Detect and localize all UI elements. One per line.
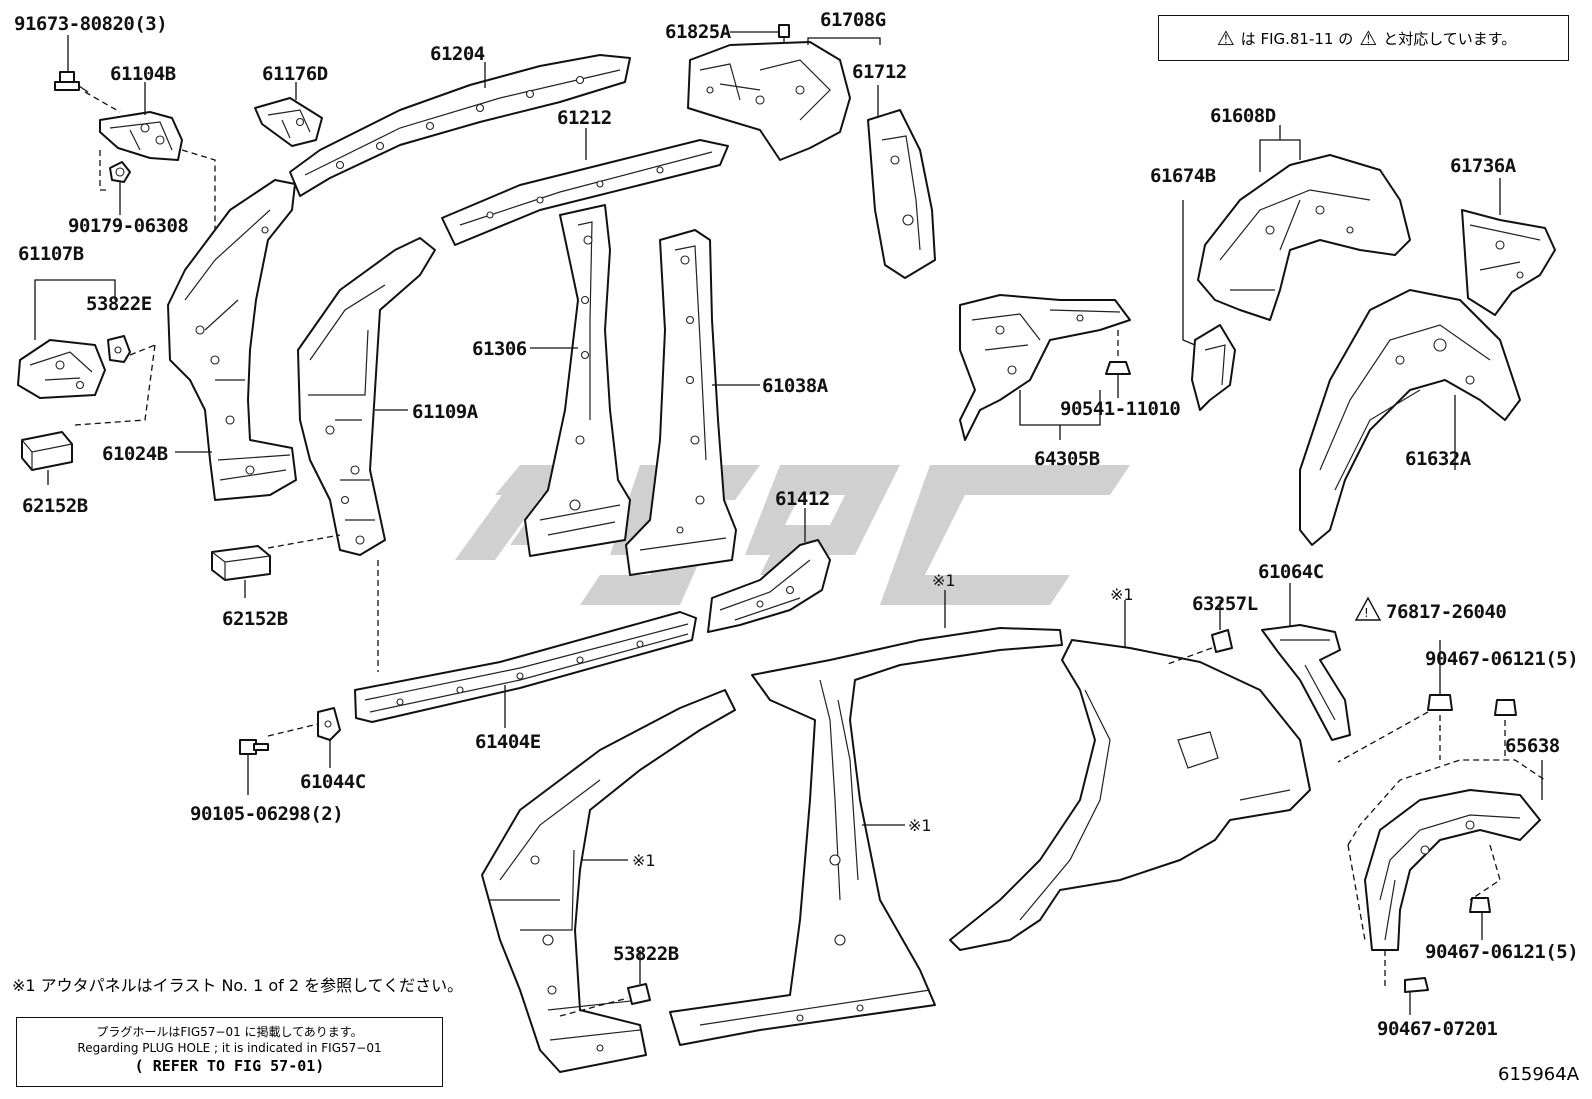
part-61306: [524, 204, 631, 557]
part-61064C: [1261, 583, 1351, 741]
part-center-pillar-outer: [669, 590, 1063, 1046]
part-front-pillar-outer: [481, 689, 736, 1073]
clip-90467-06121-c: [1469, 897, 1491, 940]
plug-hole-note-box: プラグホールはFIG57−01 に掲載してあります。 Regarding PLU…: [16, 1017, 443, 1087]
clip-90541-11010: [1105, 361, 1131, 398]
part-61204: [289, 54, 631, 197]
reference-note-text-2: と対応しています。: [1383, 29, 1517, 48]
svg-text:!: !: [1364, 606, 1369, 620]
clip-90467-06121-b: [1494, 699, 1517, 716]
part-61044C: [317, 707, 341, 768]
label-61412: 61412: [775, 488, 830, 510]
label-61404E: 61404E: [475, 731, 541, 753]
clip-90467-06121-a: [1427, 640, 1453, 711]
label-90467-06121-a: 90467-06121(5): [1425, 648, 1578, 670]
part-61107B: [17, 279, 116, 399]
warning-triangle-icon: ⚠: [1359, 26, 1378, 50]
part-61038A: [625, 229, 760, 576]
label-61306: 61306: [472, 338, 527, 360]
label-90467-07201: 90467-07201: [1377, 1018, 1497, 1040]
ref-mark-2: ※1: [908, 816, 932, 835]
label-61104B: 61104B: [110, 63, 176, 85]
part-61674B: [1182, 200, 1236, 411]
label-76817-26040: 76817-26040: [1386, 601, 1506, 623]
label-62152B-1: 62152B: [22, 495, 88, 517]
label-61107B: 61107B: [18, 243, 84, 265]
label-61212: 61212: [557, 107, 612, 129]
ref-mark-1: ※1: [632, 851, 656, 870]
label-90105-06298: 90105-06298(2): [190, 803, 343, 825]
label-61674B: 61674B: [1150, 165, 1216, 187]
nut-90179-06308: [109, 161, 131, 215]
plug-hole-refer: ( REFER TO FIG 57-01): [134, 1057, 325, 1075]
part-65638: [1364, 760, 1543, 951]
part-61412: [707, 508, 831, 633]
plug-hole-note-jp: プラグホールはFIG57−01 に掲載してあります。: [96, 1025, 363, 1039]
label-61712: 61712: [852, 61, 907, 83]
label-61825A: 61825A: [665, 21, 732, 43]
part-63257L: [1211, 600, 1233, 653]
clip-90467-07201: [1404, 977, 1429, 1015]
part-61608D: [1197, 125, 1411, 321]
part-61104B: [99, 82, 183, 161]
part-61176D: [254, 82, 323, 147]
reference-note-box: ⚠ は FIG.81-11 の ⚠ と対応しています。: [1158, 15, 1569, 61]
label-61708G: 61708G: [820, 9, 886, 31]
warning-triangle-icon: !: [1354, 596, 1382, 621]
part-53822B: [627, 950, 651, 1005]
part-64305B: [959, 294, 1131, 441]
ref-mark-4: ※1: [1110, 585, 1134, 604]
part-61024B: [167, 179, 297, 501]
label-61044C: 61044C: [300, 771, 366, 793]
bolt-90105-06298: [239, 739, 269, 795]
label-61176D: 61176D: [262, 63, 328, 85]
label-61204: 61204: [430, 43, 485, 65]
label-53822B: 53822B: [613, 943, 679, 965]
reference-note-text-1: は FIG.81-11 の: [1240, 29, 1354, 48]
label-61038A: 61038A: [762, 375, 829, 397]
label-61632A: 61632A: [1405, 448, 1472, 470]
part-62152B-2: [211, 545, 271, 598]
label-63257L: 63257L: [1192, 593, 1258, 615]
label-90179-06308: 90179-06308: [68, 215, 188, 237]
label-65638: 65638: [1505, 735, 1560, 757]
warning-triangle-icon: ⚠: [1216, 26, 1235, 50]
part-62152B-1: [21, 431, 73, 485]
part-61712: [867, 85, 936, 279]
outer-panel-note: ※1 アウタパネルはイラスト No. 1 of 2 を参照してください。: [12, 976, 464, 995]
label-62152B-2: 62152B: [222, 608, 288, 630]
label-64305B: 64305B: [1034, 448, 1100, 470]
part-61632A: [1299, 289, 1521, 546]
part-61736A: [1461, 178, 1556, 316]
label-61736A: 61736A: [1450, 155, 1517, 177]
bolt-91673-80820: [54, 35, 89, 93]
label-61109A: 61109A: [412, 401, 479, 423]
label-61064C: 61064C: [1258, 561, 1324, 583]
label-61024B: 61024B: [102, 443, 168, 465]
label-90467-06121-b: 90467-06121(5): [1425, 941, 1578, 963]
part-61404E: [354, 611, 697, 728]
part-61212: [441, 128, 729, 246]
ref-mark-3: ※1: [932, 571, 956, 590]
label-91673-80820: 91673-80820(3): [14, 13, 167, 35]
part-61825A: [730, 24, 790, 38]
part-61109A: [297, 237, 436, 556]
figure-id: 615964A: [1498, 1064, 1580, 1085]
label-53822E: 53822E: [86, 293, 152, 315]
part-quarter-panel-outer: [949, 600, 1311, 951]
plug-hole-note-en: Regarding PLUG HOLE ; it is indicated in…: [77, 1041, 382, 1055]
label-61608D: 61608D: [1210, 105, 1276, 127]
label-90541-11010: 90541-11010: [1060, 398, 1180, 420]
part-61708G: [687, 37, 881, 161]
part-53822E: [107, 335, 131, 363]
